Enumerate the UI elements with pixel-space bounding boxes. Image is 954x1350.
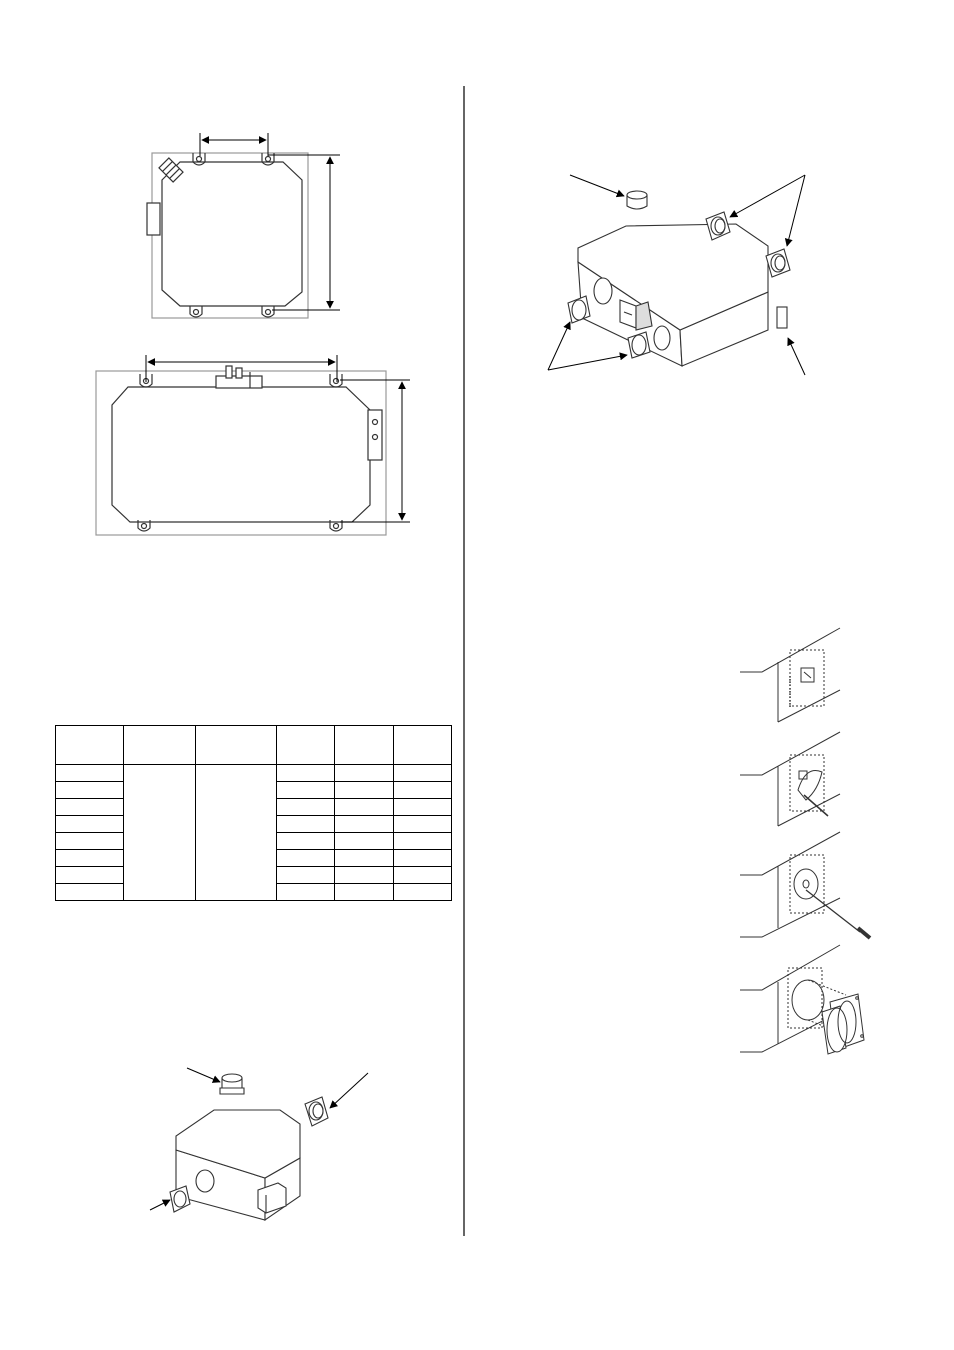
mounting-tab bbox=[137, 520, 151, 532]
mounting-tab bbox=[192, 153, 206, 166]
table-cell bbox=[334, 866, 394, 884]
duct-fitting bbox=[158, 157, 184, 183]
table-cell bbox=[276, 815, 335, 833]
table-header-cell bbox=[334, 725, 394, 765]
pointer-arrows bbox=[149, 1067, 369, 1211]
unit-top-face bbox=[577, 223, 769, 331]
knockout-step-3 bbox=[740, 831, 872, 940]
duct-fitting bbox=[626, 190, 648, 210]
table-cell bbox=[276, 832, 335, 850]
knockout-step-2 bbox=[740, 731, 841, 827]
knockout-step-1 bbox=[740, 627, 841, 723]
table-row bbox=[55, 815, 452, 833]
table-cell bbox=[334, 832, 394, 850]
table-header-cell bbox=[123, 725, 196, 765]
table-cell bbox=[334, 781, 394, 799]
table-row bbox=[55, 764, 452, 901]
table-cell bbox=[55, 781, 124, 799]
table-row bbox=[55, 781, 452, 799]
control-box bbox=[619, 299, 653, 331]
table-cell bbox=[276, 883, 335, 901]
duct-opening bbox=[195, 1169, 215, 1193]
mounting-tab bbox=[261, 153, 275, 166]
duct-fitting bbox=[304, 1096, 329, 1127]
table-cell bbox=[276, 866, 335, 884]
table-cell bbox=[276, 798, 335, 816]
unit-body bbox=[161, 161, 303, 307]
rectangular-unit-isometric bbox=[547, 174, 806, 376]
table-cell bbox=[393, 781, 452, 799]
dimension-width bbox=[145, 355, 338, 382]
table-cell bbox=[334, 815, 394, 833]
side-connector bbox=[367, 409, 383, 461]
table-cell bbox=[393, 883, 452, 901]
table-merged-cell bbox=[123, 764, 196, 901]
table-cell bbox=[393, 849, 452, 867]
square-unit-isometric bbox=[149, 1067, 369, 1222]
table-cell bbox=[334, 798, 394, 816]
table-cell bbox=[276, 849, 335, 867]
table-header-cell bbox=[276, 725, 335, 765]
duct-opening bbox=[593, 277, 613, 305]
knockout-step-4 bbox=[740, 944, 865, 1055]
table-row bbox=[55, 883, 452, 901]
pointer-arrows bbox=[547, 174, 806, 376]
table-cell bbox=[334, 883, 394, 901]
duct-fitting bbox=[627, 331, 651, 359]
table-cell bbox=[334, 849, 394, 867]
table-cell bbox=[276, 781, 335, 799]
table-merged-cell bbox=[195, 764, 277, 901]
table-cell bbox=[55, 883, 124, 901]
mounting-tab bbox=[261, 306, 275, 318]
mounting-tab bbox=[189, 306, 203, 318]
rectangular-unit-top-view bbox=[95, 355, 410, 536]
dimension-width bbox=[199, 133, 269, 156]
duct-opening bbox=[653, 325, 671, 351]
control-box bbox=[257, 1182, 287, 1214]
table-cell bbox=[393, 798, 452, 816]
dimension-height bbox=[268, 154, 340, 311]
table-cell bbox=[55, 866, 124, 884]
duct-fitting bbox=[219, 1073, 245, 1095]
table-cell bbox=[55, 832, 124, 850]
mounting-tab bbox=[329, 520, 343, 532]
duct-fitting bbox=[567, 295, 591, 324]
top-connector bbox=[215, 365, 263, 389]
table-cell bbox=[393, 815, 452, 833]
table-header-cell bbox=[55, 725, 124, 765]
table-cell bbox=[393, 866, 452, 884]
side-connector bbox=[146, 202, 161, 236]
dimension-height bbox=[340, 379, 410, 523]
mounting-tab bbox=[329, 374, 343, 388]
table-header-cell bbox=[393, 725, 452, 765]
duct-fitting bbox=[821, 993, 865, 1055]
table-cell bbox=[334, 764, 394, 782]
table-cell bbox=[276, 764, 335, 782]
spec-table bbox=[55, 725, 452, 901]
table-cell bbox=[55, 815, 124, 833]
table-cell bbox=[55, 798, 124, 816]
duct-fitting bbox=[705, 211, 731, 241]
table-cell bbox=[55, 764, 124, 782]
table-row bbox=[55, 866, 452, 884]
table-header-cell bbox=[195, 725, 277, 765]
table-row bbox=[55, 832, 452, 850]
table-cell bbox=[393, 832, 452, 850]
side-cover-plate bbox=[776, 306, 788, 329]
unit-top-face bbox=[175, 1109, 301, 1179]
duct-fitting bbox=[169, 1185, 191, 1213]
unit-body bbox=[111, 386, 371, 523]
square-unit-top-view bbox=[146, 133, 340, 319]
table-cell bbox=[55, 849, 124, 867]
duct-fitting bbox=[765, 248, 791, 278]
table-cell bbox=[393, 764, 452, 782]
table-header-row bbox=[55, 725, 452, 765]
